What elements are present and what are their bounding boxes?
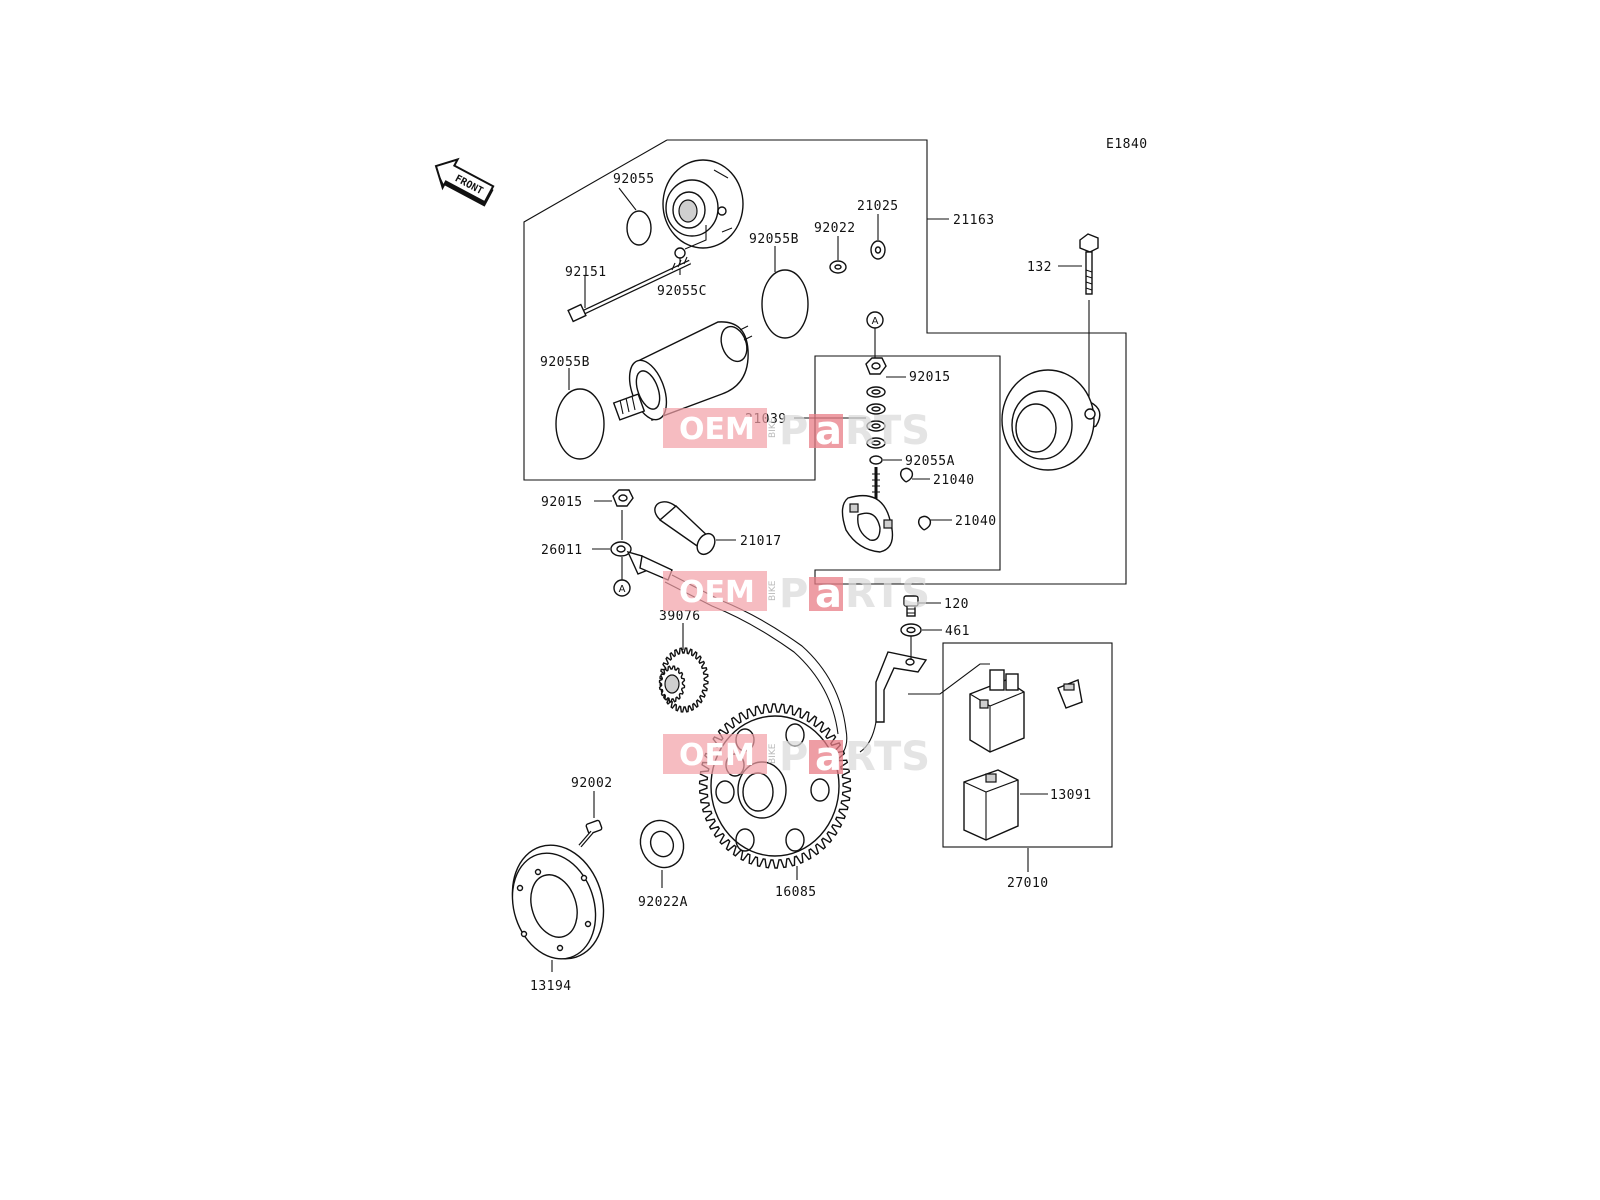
o-ring-92055b-top: [761, 269, 809, 339]
svg-text:P: P: [779, 734, 808, 780]
o-ring-92055: [626, 210, 652, 246]
label-13091: 13091: [1050, 788, 1092, 803]
label-39076: 39076: [659, 609, 701, 624]
svg-text:RTS: RTS: [845, 408, 930, 454]
svg-text:BIKE: BIKE: [768, 417, 778, 438]
svg-text:RTS: RTS: [845, 734, 930, 780]
label-21040-a: 21040: [933, 473, 975, 488]
leader: [684, 225, 707, 250]
ref-a-callout-top: A: [866, 311, 884, 358]
label-16085: 16085: [775, 885, 817, 900]
clip-21040-b: [917, 515, 932, 531]
label-92022a: 92022A: [638, 895, 688, 910]
washer-461: [900, 623, 922, 637]
bolt-132: [1079, 233, 1099, 295]
label-92015-left: 92015: [541, 495, 583, 510]
label-92002: 92002: [571, 776, 613, 791]
diagram-code: E1840: [1106, 137, 1148, 152]
label-120: 120: [944, 597, 969, 612]
washer-21025: [870, 240, 886, 260]
terminal-bracket: [859, 636, 928, 753]
label-92055c: 92055C: [657, 284, 707, 299]
svg-text:OEM: OEM: [679, 738, 755, 773]
label-13194: 13194: [530, 979, 572, 994]
boot-21017: [654, 501, 716, 556]
starter-group-outline: [523, 139, 1127, 585]
svg-text:OEM: OEM: [679, 575, 755, 610]
label-92055a: 92055A: [905, 454, 955, 469]
starter-housing-cover: [1001, 369, 1101, 471]
clip-21040-a: [899, 467, 914, 483]
svg-text:P: P: [779, 571, 808, 617]
label-26011: 26011: [541, 543, 583, 558]
label-21040-b: 21040: [955, 514, 997, 529]
washer-hole: [874, 246, 882, 254]
svg-text:BIKE: BIKE: [768, 743, 778, 764]
nut-92015-top: [865, 357, 887, 375]
nut-92015-left: [612, 489, 634, 507]
fuse-icon: [1057, 679, 1083, 709]
gear-rim: [710, 715, 840, 857]
gear-hub: [664, 674, 680, 694]
o-ring-92055a: [869, 455, 883, 465]
clutch-gear-16085: [698, 703, 852, 869]
svg-text:RTS: RTS: [845, 571, 930, 617]
svg-text:A: A: [872, 316, 879, 327]
washer-92022a: [639, 819, 685, 869]
label-92055b-left: 92055B: [540, 355, 590, 370]
washer-92022: [829, 260, 847, 274]
brush-plate: [841, 467, 894, 553]
svg-text:a: a: [815, 571, 842, 617]
front-arrow-icon: FRONT: [434, 157, 495, 207]
bolt-92002: [578, 819, 603, 848]
label-92015-top: 92015: [909, 370, 951, 385]
label-21017: 21017: [740, 534, 782, 549]
washer-stack-21039: [866, 386, 886, 449]
washer-hole: [834, 264, 842, 270]
ref-a-callout-bottom: A: [613, 557, 631, 597]
starter-motor-body: [612, 321, 753, 421]
label-92022: 92022: [814, 221, 856, 236]
label-461: 461: [945, 624, 970, 639]
gear-hole: [785, 723, 805, 747]
label-92151: 92151: [565, 265, 607, 280]
relay-group-outline: [942, 642, 1113, 848]
gear-hole: [715, 780, 735, 804]
gear-hole: [810, 778, 830, 802]
gear-hole: [785, 828, 805, 852]
relay-cover-13091: [963, 769, 1019, 841]
watermark-2: OEM BIKE P a RTS: [663, 571, 930, 617]
svg-text:OEM: OEM: [679, 412, 755, 447]
leader: [618, 187, 637, 211]
relay-27010: [969, 669, 1025, 753]
starter-end-cover: [662, 159, 744, 249]
label-92055: 92055: [613, 172, 655, 187]
o-ring-92055c: [674, 247, 686, 259]
bolt-120: [903, 595, 919, 617]
watermark-3: OEM BIKE P a RTS: [663, 734, 930, 780]
gear-hole: [735, 828, 755, 852]
label-21025: 21025: [857, 199, 899, 214]
o-ring-92055b-left: [555, 388, 605, 460]
svg-text:a: a: [815, 408, 842, 454]
label-92055b-top: 92055B: [749, 232, 799, 247]
watermark-1: OEM BIKE P a RTS: [663, 408, 930, 454]
svg-text:P: P: [779, 408, 808, 454]
label-21163: 21163: [953, 213, 995, 228]
one-way-clutch-13194: [511, 844, 605, 960]
idle-gear-39076: [658, 647, 709, 713]
svg-text:BIKE: BIKE: [768, 580, 778, 601]
svg-text:a: a: [815, 734, 842, 780]
washer-hole: [906, 626, 916, 634]
through-bolt-92151: [567, 256, 692, 323]
label-27010: 27010: [1007, 876, 1049, 891]
label-132: 132: [1027, 260, 1052, 275]
leader: [908, 663, 990, 695]
svg-text:A: A: [619, 584, 626, 595]
